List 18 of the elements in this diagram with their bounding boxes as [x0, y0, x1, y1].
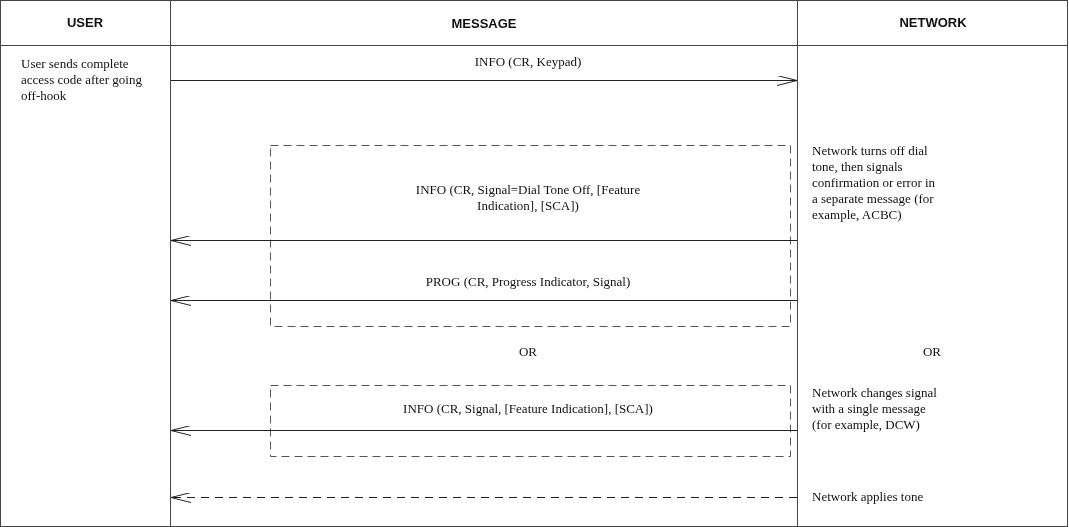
alternative-label: OR	[921, 344, 943, 360]
network-note: Network changes signal with a single message (for example, DCW)	[812, 385, 938, 433]
edge-label: INFO (CR, Keypad)	[473, 54, 583, 70]
column-header: MESSAGE	[450, 16, 518, 32]
arrow	[170, 75, 798, 86]
network-note: Network turns off dial tone, then signals confirmation or error in a separate message (for example, ACBC)	[812, 143, 936, 223]
edge-label: INFO (CR, Signal, [Feature Indication], [SCA])	[402, 401, 654, 417]
arrow	[170, 425, 798, 436]
alternative-label: OR	[517, 344, 539, 360]
network-note: Network applies tone	[812, 489, 925, 505]
edge-label: INFO (CR, Signal=Dial Tone Off, [Feature Indication], [SCA])	[414, 182, 642, 214]
arrow	[170, 295, 798, 306]
edge-label: PROG (CR, Progress Indicator, Signal)	[424, 274, 632, 290]
column-header: NETWORK	[898, 15, 968, 31]
step-description: User sends complete access code after going off-hook	[21, 56, 143, 104]
arrow	[170, 235, 798, 246]
arrow	[170, 492, 798, 503]
column-header: USER	[65, 15, 105, 31]
